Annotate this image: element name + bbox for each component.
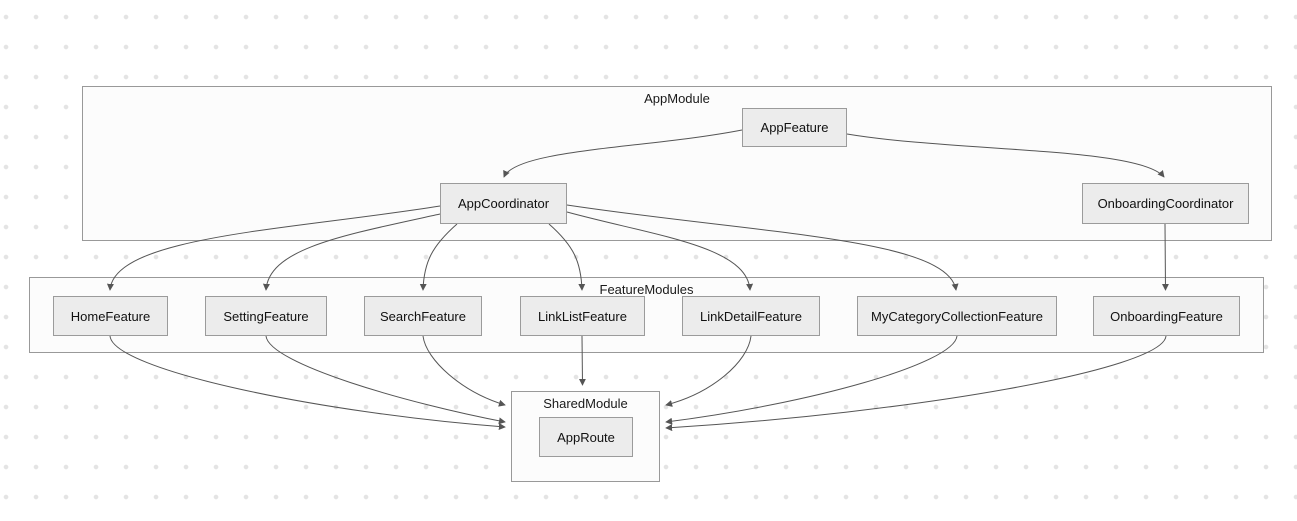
node-app-feature: AppFeature xyxy=(742,108,847,147)
container-feature-modules-label: FeatureModules xyxy=(599,282,694,297)
node-my-category-collection-feature: MyCategoryCollectionFeature xyxy=(857,296,1057,336)
node-onboarding-feature: OnboardingFeature xyxy=(1093,296,1240,336)
node-setting-feature: SettingFeature xyxy=(205,296,327,336)
node-link-detail-feature: LinkDetailFeature xyxy=(682,296,820,336)
node-link-list-feature: LinkListFeature xyxy=(520,296,645,336)
container-app-module-label: AppModule xyxy=(644,91,710,106)
node-onboarding-coordinator: OnboardingCoordinator xyxy=(1082,183,1249,224)
node-app-coordinator: AppCoordinator xyxy=(440,183,567,224)
node-home-feature: HomeFeature xyxy=(53,296,168,336)
container-shared-module-label: SharedModule xyxy=(543,396,628,411)
node-app-route: AppRoute xyxy=(539,417,633,457)
node-search-feature: SearchFeature xyxy=(364,296,482,336)
